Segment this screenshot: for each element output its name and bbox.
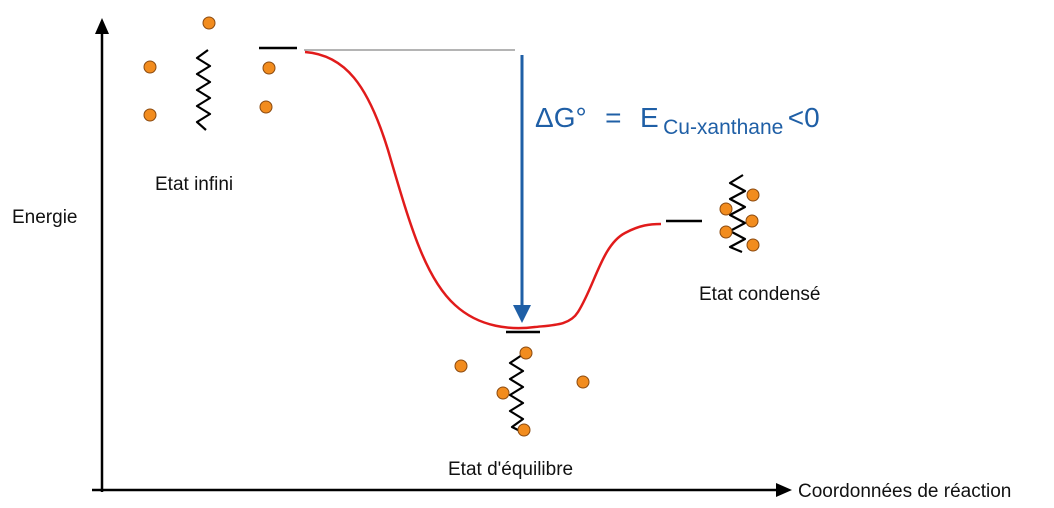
- delta-g-arrowhead: [513, 305, 531, 323]
- copper-particle: [143, 108, 157, 122]
- delta-g-formula: ΔG° = E Cu-xanthane <0: [535, 102, 820, 139]
- xanthate-chain-equilibrium: [508, 354, 525, 433]
- copper-particle: [143, 60, 157, 74]
- copper-particle: [262, 61, 276, 75]
- formula-subscript: Cu-xanthane: [663, 116, 783, 139]
- axes: [92, 18, 792, 497]
- copper-particle: [745, 214, 759, 228]
- condensed-state-label: Etat condensé: [699, 284, 820, 305]
- formula-delta-g: ΔG°: [535, 102, 587, 133]
- copper-particle: [746, 238, 760, 252]
- equilibrium-state-group: [454, 346, 590, 437]
- copper-particle: [496, 386, 510, 400]
- copper-particle: [259, 100, 273, 114]
- y-axis-label: Energie: [12, 207, 78, 228]
- xanthate-chain-infinite: [195, 49, 212, 131]
- formula-energy-symbol: E: [640, 102, 659, 133]
- infinite-state-group: [143, 16, 276, 131]
- copper-particle: [576, 375, 590, 389]
- energy-curve: [304, 50, 662, 330]
- copper-particle: [746, 188, 760, 202]
- infinite-state-label: Etat infini: [155, 174, 233, 195]
- copper-particle: [454, 359, 468, 373]
- condensed-state-group: [719, 174, 760, 254]
- x-axis-label: Coordonnées de réaction: [798, 481, 1011, 502]
- formula-inequality: <0: [788, 102, 820, 133]
- equilibrium-state-label: Etat d'équilibre: [448, 459, 573, 480]
- copper-particle: [719, 225, 733, 239]
- copper-particle: [202, 16, 216, 30]
- y-axis-arrowhead: [95, 18, 109, 34]
- x-axis-arrowhead: [776, 483, 792, 497]
- copper-particle: [719, 202, 733, 216]
- copper-particle: [517, 423, 531, 437]
- xanthate-chain-condensed: [728, 174, 747, 254]
- copper-particle: [519, 346, 533, 360]
- formula-equals: =: [605, 102, 621, 133]
